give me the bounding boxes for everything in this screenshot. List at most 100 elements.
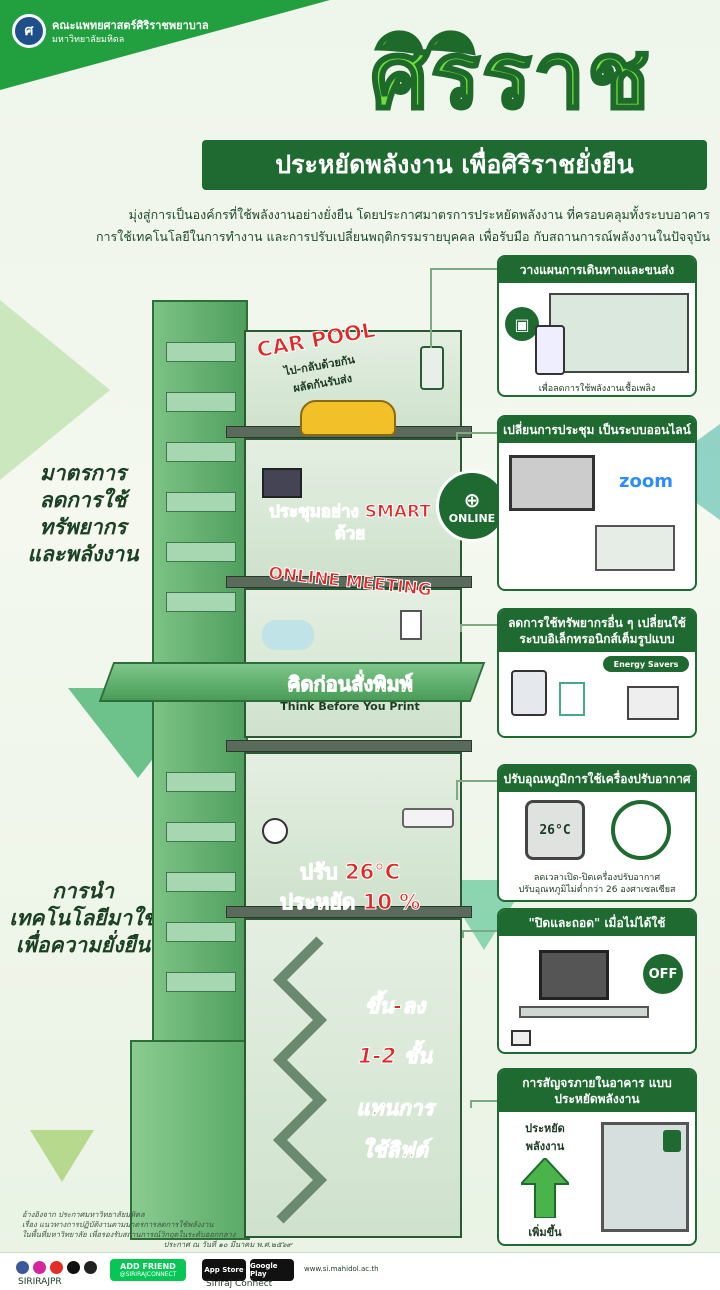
footer: SIRIRAJPR ADD FRIEND @SIRIRAJCONNECT App…	[0, 1252, 720, 1290]
energy-savers-tag: Energy Savers	[603, 656, 689, 672]
stairs-line-1: ขึ้น-ลง	[364, 994, 426, 1019]
card-title: ปรับอุณหภูมิการใช้เครื่องปรับอากาศ	[499, 766, 695, 792]
connector-line	[462, 930, 498, 938]
instagram-icon[interactable]	[33, 1261, 46, 1274]
video-grid-icon	[509, 455, 595, 511]
side-label-technology: การนำ เทคโนโลยีมาใช้ เพื่อความยั่งยืน	[8, 878, 158, 959]
printer-icon	[627, 686, 679, 720]
document-icon	[400, 610, 422, 640]
floor-meeting	[244, 438, 462, 578]
card-title: "ปิดและถอด" เมื่อไม่ได้ใช้	[499, 910, 695, 936]
reference-credit: อ้างอิงจาก ประกาศมหาวิทยาลัยมหิดล เรื่อง…	[22, 1210, 312, 1250]
youtube-icon[interactable]	[50, 1261, 63, 1274]
increase-label: เพิ่มขึ้น	[528, 1226, 562, 1239]
app-store-badge[interactable]: App Store	[202, 1259, 246, 1281]
website-link[interactable]: www.si.mahidol.ac.th	[304, 1265, 379, 1273]
zoom-logo: zoom	[603, 463, 689, 499]
tiktok-icon[interactable]	[84, 1261, 97, 1274]
print-title: คิดก่อนสั่งพิมพ์	[287, 672, 414, 697]
saving-title: ประหยัด 10 %	[279, 890, 421, 915]
intro-line-1: มุ่งสู่การเป็นองค์กรที่ใช้พลังงานอย่างยั…	[128, 207, 710, 222]
side-label-line: เพื่อความยั่งยืน	[15, 933, 151, 957]
connector-line	[456, 780, 498, 800]
clock-icon	[262, 818, 288, 844]
floor-slab	[226, 576, 472, 588]
connector-line	[460, 624, 498, 632]
line-add-friend-button[interactable]: ADD FRIEND @SIRIRAJCONNECT	[110, 1259, 186, 1281]
card-online-meeting: เปลี่ยนการประชุม เป็นระบบออนไลน์ zoom	[497, 415, 697, 591]
side-label-line: มาตรการ	[39, 461, 127, 485]
meeting-room-icon	[595, 525, 675, 571]
staircase-illustration	[272, 936, 328, 1224]
header-wedge	[0, 0, 330, 90]
temperature-title: ปรับ 26°C	[299, 860, 401, 885]
card-switch-off: "ปิดและถอด" เมื่อไม่ได้ใช้ OFF	[497, 908, 697, 1054]
connector-line	[456, 432, 498, 440]
siriraj-logo: ศ	[12, 14, 46, 48]
card-travel-planning: วางแผนการเดินทางและขนส่ง ▣ เพื่อลดการใช้…	[497, 255, 697, 397]
online-badge: ⊕ ONLINE	[436, 470, 508, 542]
card-title: วางแผนการเดินทางและขนส่ง	[499, 257, 695, 283]
decor-triangle-bottom	[30, 1130, 94, 1182]
decor-triangle-left	[0, 300, 110, 480]
clock-icon	[611, 800, 671, 860]
x-icon[interactable]	[67, 1261, 80, 1274]
card-title: เปลี่ยนการประชุม เป็นระบบออนไลน์	[499, 417, 695, 443]
line-id-label: @SIRIRAJCONNECT	[119, 1271, 177, 1278]
page-title: ศิริราช	[369, 21, 652, 131]
intro-line-2: การใช้เทคโนโลยีในการทำงาน และการปรับเปลี…	[95, 229, 710, 244]
globe-icon: ⊕	[463, 487, 481, 512]
stairs-line-4: ใช้ลิฟต์	[362, 1138, 429, 1163]
cloud-icon	[262, 620, 314, 650]
thermostat-display: 26°C	[525, 800, 585, 860]
stairs-line-2: 1-2 ชั้น	[358, 1044, 433, 1069]
credit-line: เรื่อง แนวทางการปฏิบัติงานตามมาตรการลดกา…	[22, 1220, 214, 1229]
connector-line	[430, 268, 498, 348]
floor-slab	[226, 740, 472, 752]
university-name: มหาวิทยาลัยมหิดล	[52, 35, 125, 45]
online-label: ONLINE	[448, 511, 496, 525]
subtitle-banner: ประหยัดพลังงาน เพื่อศิริราชยั่งยืน	[202, 140, 707, 190]
credit-line: อ้างอิงจาก ประกาศมหาวิทยาลัยมหิดล	[22, 1210, 145, 1219]
intro-text: มุ่งสู่การเป็นองค์กรที่ใช้พลังงานอย่างยั…	[10, 204, 710, 248]
building-base	[130, 1040, 250, 1240]
credit-line: ประกาศ ณ วันที่ ๑๐ มีนาคม พ.ศ.๒๕๖๙	[163, 1240, 292, 1249]
card-electronic-system: ลดการใช้ทรัพยากรอื่น ๆ เปลี่ยนใช้ ระบบอิ…	[497, 608, 697, 738]
org-name: คณะแพทยศาสตร์ศิริราชพยาบาล	[52, 19, 209, 32]
print-subtitle: Think Before You Print	[280, 700, 420, 713]
computer-monitor-icon	[539, 950, 609, 1000]
air-conditioner-icon	[402, 808, 454, 828]
battery-icon	[663, 1130, 681, 1152]
car-illustration	[300, 400, 396, 436]
screen-icon	[262, 468, 302, 498]
save-label-line: ประหยัด	[525, 1122, 565, 1135]
phone-icon	[535, 325, 565, 375]
tablet-icon	[511, 670, 547, 716]
facebook-icon[interactable]	[16, 1261, 29, 1274]
card-air-conditioning: ปรับอุณหภูมิการใช้เครื่องปรับอากาศ 26°C …	[497, 764, 697, 902]
credit-line: ในพื้นที่มหาวิทยาลัย เพื่อรองรับสถานการณ…	[22, 1230, 236, 1239]
card-caption-1: ลดเวลาเปิด-ปิดเครื่องปรับอากาศ	[533, 873, 661, 883]
floor-stairs	[244, 918, 462, 1238]
google-play-badge[interactable]: Google Play	[250, 1259, 294, 1281]
card-building-transit: การสัญจรภายในอาคาร แบบประหยัดพลังงาน ประ…	[497, 1068, 697, 1246]
save-energy-label: ประหยัด พลังงาน	[507, 1120, 583, 1154]
desk-icon	[519, 1006, 649, 1018]
card-caption: เพื่อลดการใช้พลังงานเชื้อเพลิง	[538, 384, 656, 394]
arrow-up-icon	[521, 1158, 569, 1218]
ev-charger-icon	[420, 346, 444, 390]
card-title: ลดการใช้ทรัพยากรอื่น ๆ เปลี่ยนใช้ ระบบอิ…	[499, 610, 695, 652]
save-label-line: พลังงาน	[525, 1140, 565, 1153]
app-name: Siriraj Connect	[206, 1279, 273, 1289]
meeting-title: ประชุมอย่าง SMART	[269, 502, 432, 523]
file-icon	[559, 682, 585, 716]
map-icon	[549, 293, 689, 373]
off-button-icon: OFF	[643, 954, 683, 994]
connector-line	[470, 1100, 498, 1108]
bus-icon: ▣	[505, 307, 539, 341]
power-plug-icon	[511, 1030, 531, 1046]
line-add-label: ADD FRIEND	[120, 1262, 176, 1271]
side-label-resources: มาตรการ ลดการใช้ ทรัพยากร และพลังงาน	[8, 460, 158, 568]
side-label-line: และพลังงาน	[27, 542, 139, 566]
side-label-line: ทรัพยากร	[39, 515, 127, 539]
